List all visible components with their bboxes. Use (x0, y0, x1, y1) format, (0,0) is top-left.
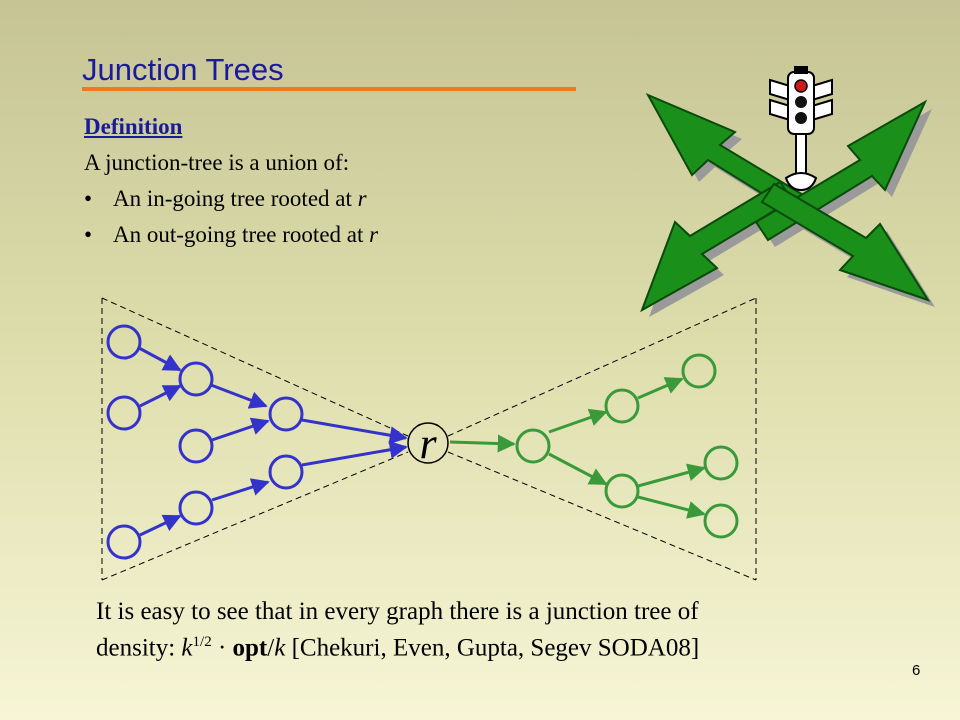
in-node (106, 395, 142, 431)
root-label: r (419, 419, 437, 468)
out-tree-edges (449, 377, 706, 519)
in-node (106, 524, 142, 560)
density-k: k (181, 634, 193, 662)
slide-title: Junction Trees (82, 52, 284, 87)
bullet-dot-2: • (84, 222, 93, 247)
out-node (604, 388, 640, 424)
in-node (268, 396, 304, 432)
title-underline (82, 87, 576, 91)
definition-heading: Definition (84, 114, 183, 139)
bullet-out-going-var: r (369, 222, 379, 247)
density-slash: / (267, 634, 275, 662)
in-node (178, 361, 214, 397)
traffic-light-icon (769, 66, 833, 192)
out-tree-nodes (515, 353, 739, 539)
out-node (703, 445, 739, 481)
in-tree-edges (138, 346, 408, 537)
bullet-in-going: An in-going tree rooted at r (113, 186, 367, 212)
bottom-statement-line1: It is easy to see that in every graph th… (96, 598, 699, 625)
in-node (268, 454, 304, 490)
in-node (178, 490, 214, 526)
density-opt: opt (232, 634, 268, 662)
in-node (106, 324, 142, 360)
density-exponent: 1/2 (192, 634, 212, 650)
out-node (515, 428, 551, 464)
bullet-dot-1: • (84, 186, 93, 211)
in-tree-nodes (106, 324, 304, 560)
density-dot: · (211, 634, 233, 662)
bullet-in-going-text: An in-going tree rooted at (113, 186, 358, 211)
root-node (407, 422, 449, 464)
bullet-out-going: An out-going tree rooted at r (113, 222, 378, 248)
out-node (703, 503, 739, 539)
out-node (604, 473, 640, 509)
density-prefix: density: (96, 634, 182, 662)
bounding-dashed-lines (101, 297, 757, 581)
bullet-in-going-var: r (357, 186, 367, 211)
junction-arrows-icon (640, 92, 935, 317)
density-k2: k (274, 634, 286, 662)
citation: [Chekuri, Even, Gupta, Segev SODA08] (285, 634, 700, 662)
bullet-out-going-text: An out-going tree rooted at (113, 222, 370, 247)
page-number: 6 (912, 662, 921, 679)
out-node (681, 353, 717, 389)
definition-intro: A junction-tree is a union of: (84, 150, 350, 175)
in-node (178, 428, 214, 464)
bottom-statement-line2: density: k1/2 · opt/k [Chekuri, Even, Gu… (96, 634, 699, 662)
